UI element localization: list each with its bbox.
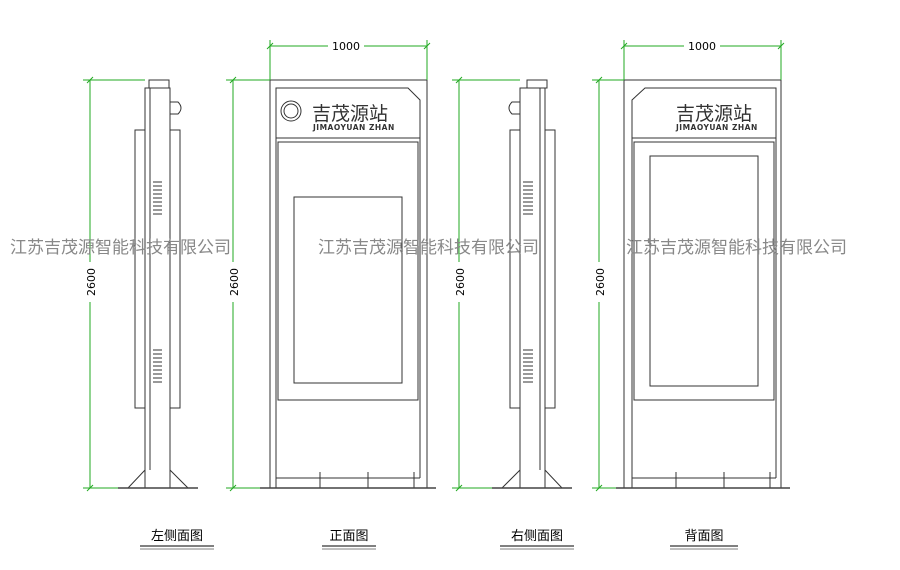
left-lower-vent xyxy=(153,349,162,383)
watermark-right: 江苏吉茂源智能科技有限公司 xyxy=(626,238,847,258)
left-upper-vent xyxy=(153,181,162,215)
right-front-panel xyxy=(509,129,521,409)
front-height-dimension xyxy=(226,76,270,492)
back-height-label: 2600 xyxy=(594,268,607,296)
left-main-post xyxy=(144,87,171,489)
back-width-label: 1000 xyxy=(688,40,716,53)
front-brand-name-en: JIMAOYUAN ZHAN xyxy=(312,123,395,132)
left-base-feet xyxy=(127,468,189,489)
front-brand-name: 吉茂源站 xyxy=(312,103,388,125)
front-view xyxy=(260,79,436,489)
back-width-dimension xyxy=(620,40,785,80)
right-lower-vent xyxy=(523,349,533,383)
right-main-post xyxy=(519,87,546,489)
left-front-panel xyxy=(169,129,181,409)
right-back-panel xyxy=(544,129,556,409)
right-height-label: 2600 xyxy=(454,268,467,296)
back-base-bolts xyxy=(631,472,771,488)
right-height-dimension xyxy=(452,76,520,492)
front-height-label: 2600 xyxy=(228,268,241,296)
left-back-panel xyxy=(134,129,146,409)
caption-right-side: 右侧面图 xyxy=(511,529,563,544)
back-brand-name-en: JIMAOYUAN ZHAN xyxy=(675,123,758,132)
back-outer-frame xyxy=(623,79,782,489)
left-top-cap xyxy=(148,79,170,89)
right-upper-vent xyxy=(523,181,533,215)
caption-back: 背面图 xyxy=(684,529,723,544)
back-brand-name: 吉茂源站 xyxy=(676,103,752,125)
watermark-center: 江苏吉茂源智能科技有限公司 xyxy=(318,238,539,258)
back-view xyxy=(616,79,790,489)
caption-left-side: 左侧面图 xyxy=(151,529,203,544)
back-display-bezel xyxy=(633,141,775,401)
left-height-label: 2600 xyxy=(85,268,98,296)
front-width-label: 1000 xyxy=(332,40,360,53)
front-display-bezel xyxy=(277,141,419,401)
camera-icon xyxy=(280,100,302,122)
left-side-view xyxy=(118,79,198,489)
back-height-dimension xyxy=(592,76,624,492)
front-base-bolts xyxy=(275,472,415,488)
right-base-feet xyxy=(501,468,563,489)
right-camera-bump xyxy=(508,101,520,115)
caption-front: 正面图 xyxy=(329,529,368,544)
front-display-screen xyxy=(293,196,403,384)
left-height-dimension xyxy=(83,76,145,492)
right-side-view xyxy=(492,79,572,489)
left-camera-bump xyxy=(170,101,182,115)
watermark-left: 江苏吉茂源智能科技有限公司 xyxy=(10,238,231,258)
right-top-cap xyxy=(526,79,548,89)
front-width-dimension xyxy=(266,40,431,80)
camera-lens-icon xyxy=(283,103,299,119)
back-display-screen xyxy=(649,155,759,387)
